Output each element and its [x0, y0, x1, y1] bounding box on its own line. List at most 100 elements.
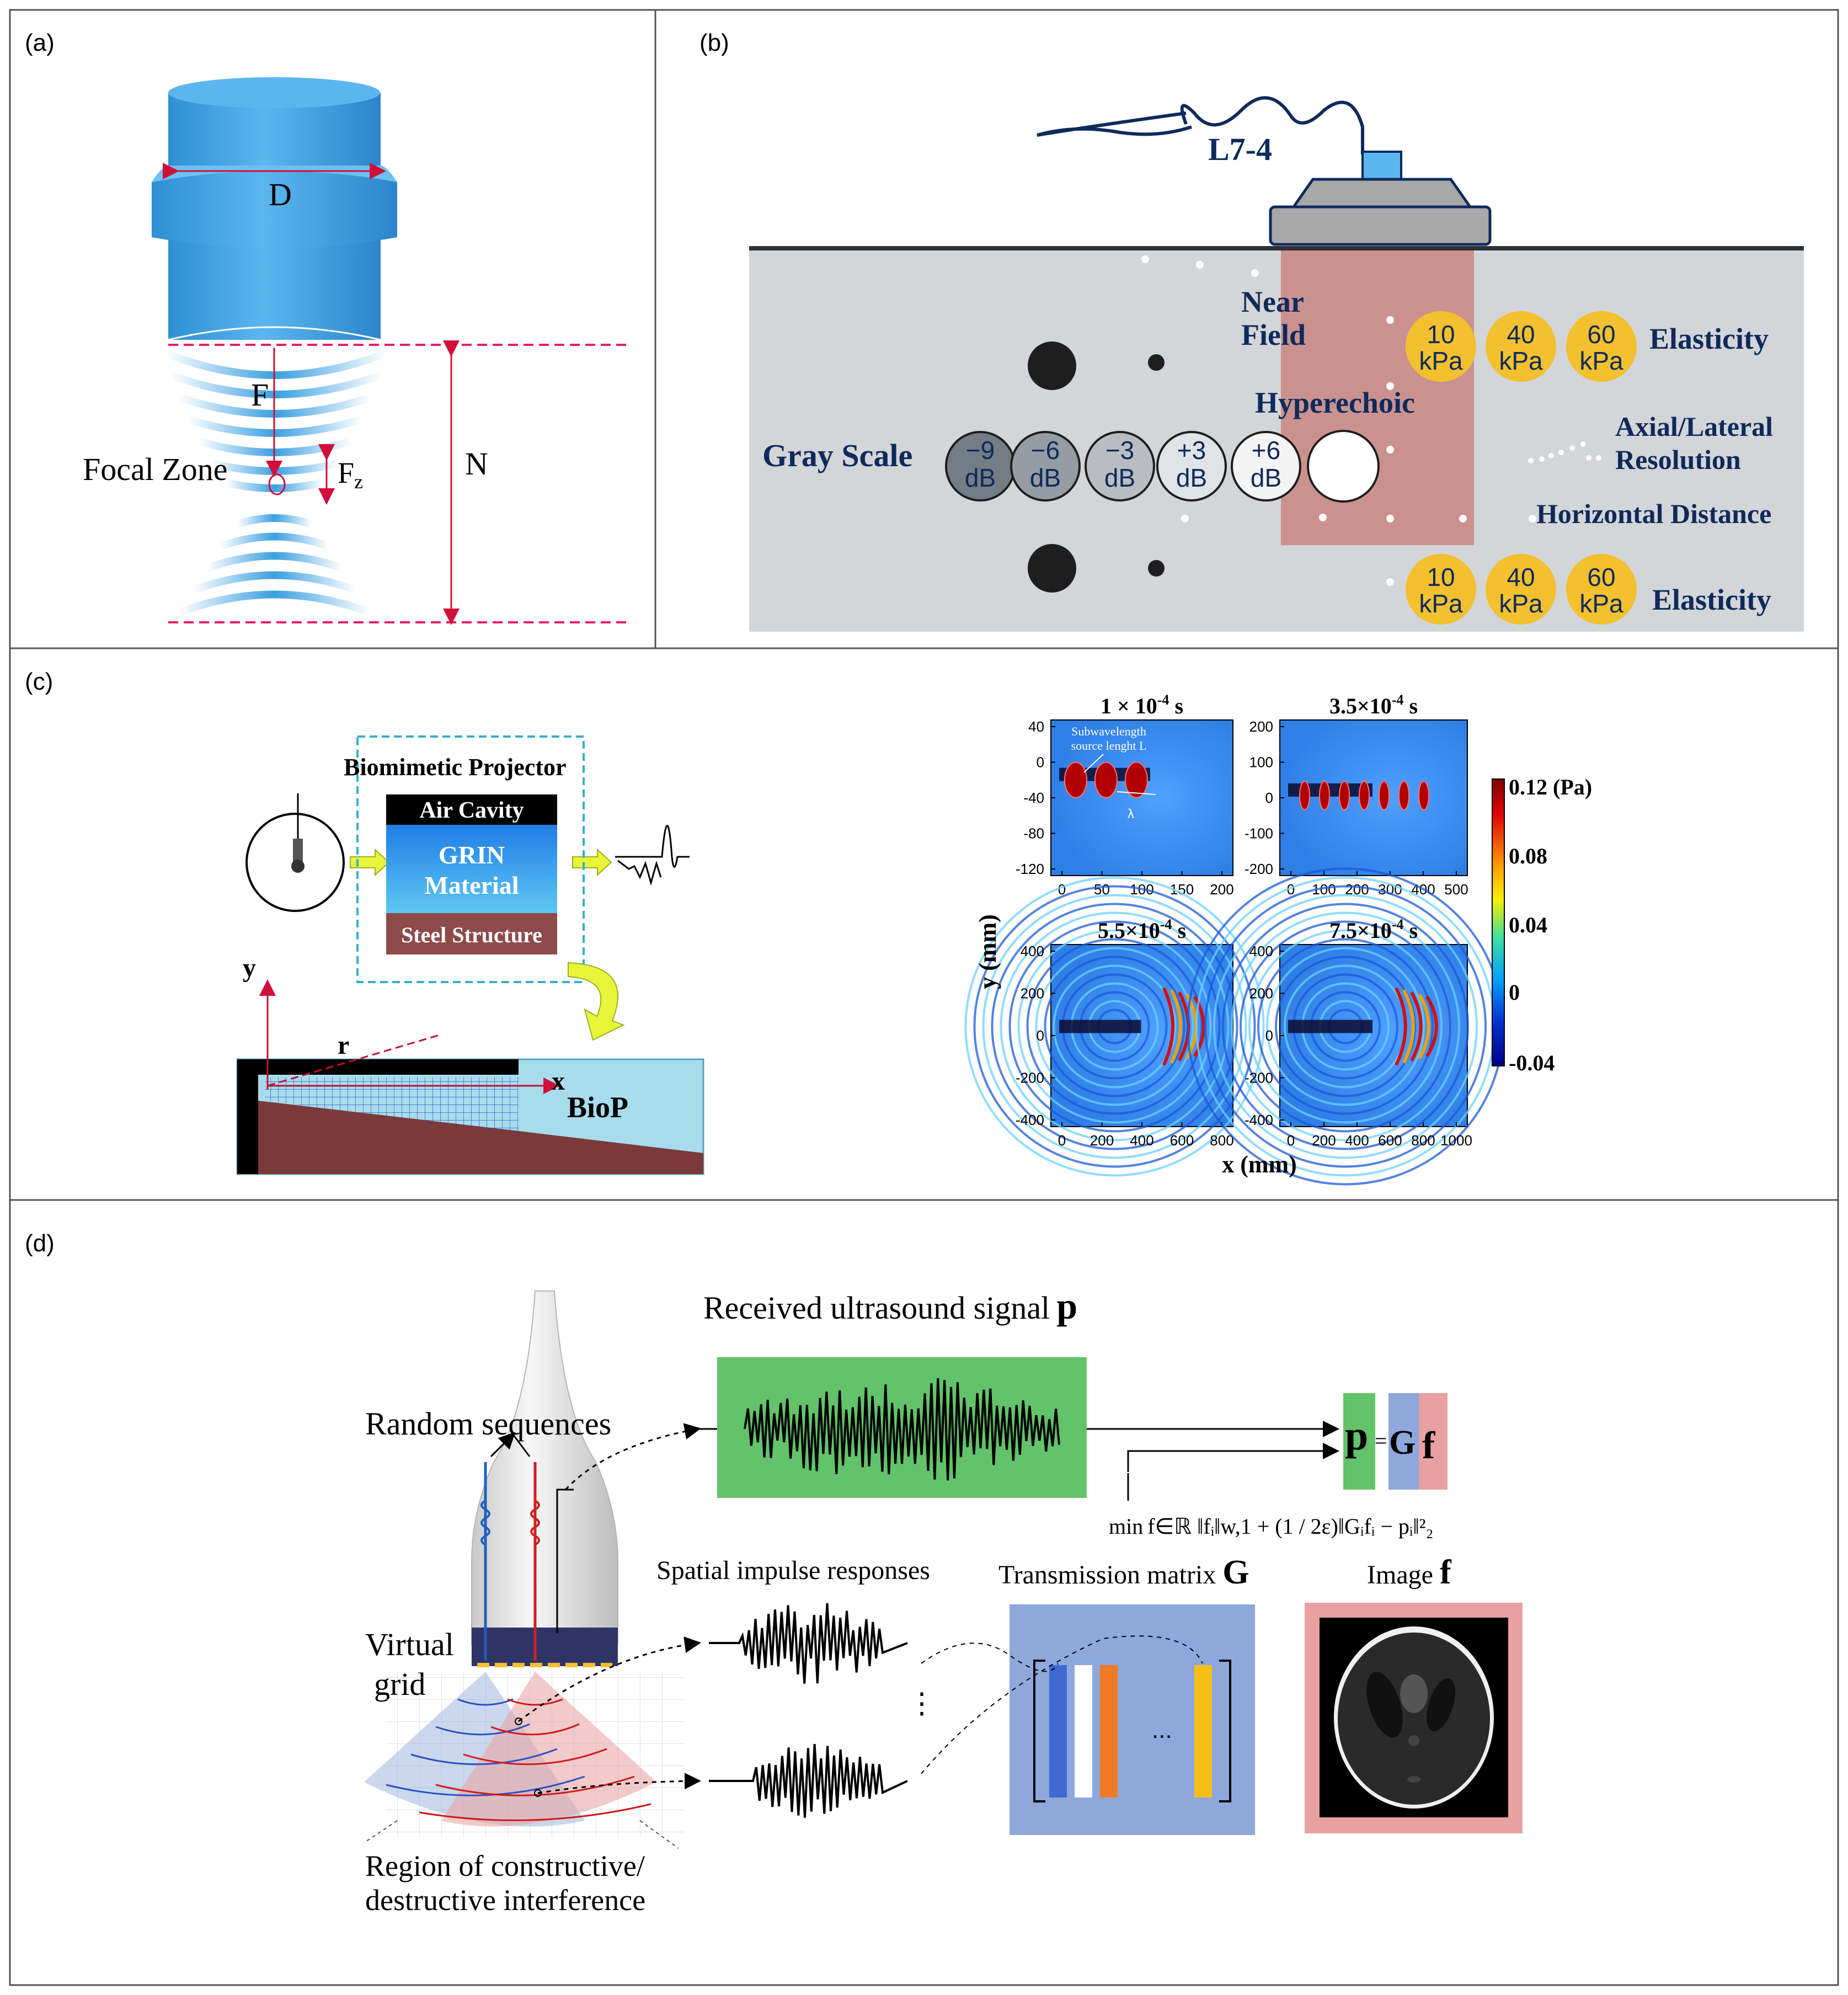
near-field-length-label: N [465, 446, 488, 482]
kpa-unit: kPa [1579, 346, 1623, 375]
probe-label: L7-4 [1208, 131, 1272, 167]
near-field-label-1: Near [1241, 285, 1304, 318]
image-symbol: f [1440, 1554, 1452, 1591]
focal-length-label: F [251, 377, 269, 413]
kpa-value: 60 [1587, 563, 1615, 591]
optimization-formula: min f∈ℝ ‖fᵢ‖w,1 + (1 / 2ε)‖Gᵢfᵢ − pᵢ‖²₂ [1109, 1514, 1434, 1539]
colorbar-tick-label: 0.12 (Pa) [1509, 775, 1592, 799]
y-tick-label: 400 [1021, 943, 1044, 959]
svg-text:Fz: Fz [338, 456, 363, 493]
y-tick-label: -200 [1016, 1070, 1044, 1086]
x-tick-label: 600 [1170, 1132, 1194, 1149]
anechoic-target-large [1028, 342, 1076, 390]
axial-label-1: Axial/Lateral [1615, 411, 1773, 442]
db-target-0: −9dB [945, 431, 1016, 502]
db-target-4: +6dB [1231, 431, 1301, 502]
colorbar-tick-label: 0.04 [1509, 913, 1547, 937]
received-signal-waveform [744, 1378, 1060, 1481]
kpa-value: 10 [1427, 563, 1455, 591]
colorbar [1492, 778, 1505, 1066]
elasticity-label-top: Elasticity [1649, 322, 1769, 355]
biop-label: BioP [567, 1091, 628, 1124]
grin-block [386, 825, 557, 913]
y-tick-label: -120 [1016, 861, 1044, 877]
db-target-unit: dB [1030, 463, 1061, 492]
annotation-line-2: source lenght L [1071, 739, 1147, 753]
sim-subplot-title: 7.5×10-4 s [1329, 916, 1418, 943]
y-tick-label: -200 [1245, 1070, 1273, 1086]
axis-r-label: r [338, 1031, 349, 1060]
grin-label-1: GRIN [439, 841, 505, 869]
near-field-region [1281, 248, 1474, 545]
diameter-label: D [269, 177, 292, 212]
gray-scale-label: Gray Scale [762, 438, 912, 473]
random-sequences-label: Random sequences [365, 1406, 611, 1442]
impulse-response-1 [709, 1603, 908, 1684]
axis-y-label: y [243, 953, 256, 983]
colorbar-ticks: 0.12 (Pa) 0.08 0.04 0 -0.04 [1509, 775, 1592, 1075]
x-tick-label: 1000 [1440, 1132, 1472, 1149]
eq-p-symbol: p [1345, 1412, 1368, 1459]
y-tick-label: 0 [1265, 1027, 1273, 1044]
air-cavity-block [386, 794, 557, 825]
x-tick-label: 200 [1312, 1132, 1336, 1149]
db-target-unit: dB [1176, 463, 1207, 492]
kpa-unit: kPa [1419, 346, 1463, 375]
db-target-unit: dB [965, 463, 996, 492]
projector-outline [356, 735, 585, 983]
received-label: Received ultrasound signal [703, 1290, 1050, 1326]
y-tick-label: -200 [1245, 861, 1273, 877]
panel-c: (c) Biomimetic Projector Air Cavity GRIN… [25, 668, 1592, 1186]
spatial-impulse-label: Spatial impulse responses [656, 1556, 930, 1585]
x-tick-label: 200 [1090, 1132, 1114, 1149]
y-tick-label: -100 [1245, 825, 1273, 842]
matrix-ellipsis: ... [1152, 1716, 1172, 1743]
wire-targets [1141, 255, 1601, 586]
image-label: Image [1367, 1560, 1433, 1589]
kpa-value: 40 [1507, 563, 1535, 591]
vertical-ellipsis: ⋮ [907, 1688, 936, 1720]
db-target-1: −6dB [1010, 431, 1081, 502]
x-tick-label: 0 [1287, 881, 1295, 898]
y-tick-label: 100 [1249, 754, 1273, 771]
near-field-label-2: Field [1241, 318, 1306, 351]
y-tick-label: -40 [1023, 790, 1044, 806]
transmission-matrix-box [1010, 1604, 1255, 1835]
colorbar-tick-label: 0.08 [1509, 844, 1547, 868]
colorbar-tick-label: 0 [1509, 980, 1520, 1005]
kpa-value: 10 [1427, 320, 1455, 349]
db-target-2: −3dB [1085, 431, 1155, 502]
panel-c-label: (c) [25, 668, 53, 695]
panel-d-label: (d) [25, 1230, 55, 1257]
fz-label: F [338, 456, 354, 489]
curved-arrow-icon [568, 962, 625, 1041]
y-tick-label: 0 [1037, 1027, 1044, 1044]
colorbar-tick-label: -0.04 [1509, 1050, 1555, 1075]
focal-spot [268, 473, 286, 495]
db-target-value: +3 [1177, 436, 1206, 465]
y-tick-label: 200 [1249, 985, 1273, 1002]
y-tick-label: -400 [1016, 1112, 1044, 1128]
y-tick-label: 0 [1037, 754, 1044, 771]
y-tick-label: -80 [1023, 825, 1044, 842]
y-tick-label: 200 [1249, 718, 1273, 735]
eq-f-block [1419, 1393, 1448, 1490]
region-label-1: Region of constructive/ [365, 1849, 645, 1882]
eq-g-block [1388, 1393, 1419, 1490]
sim-subplot-title: 5.5×10-4 s [1098, 916, 1186, 943]
kpa-value: 60 [1587, 320, 1615, 349]
interference-region [364, 1672, 684, 1849]
arrow-right-icon [350, 848, 390, 877]
focal-zone-label: Focal Zone [83, 451, 228, 487]
biop-cross-section [236, 1058, 704, 1175]
x-tick-label: 0 [1287, 1132, 1295, 1149]
